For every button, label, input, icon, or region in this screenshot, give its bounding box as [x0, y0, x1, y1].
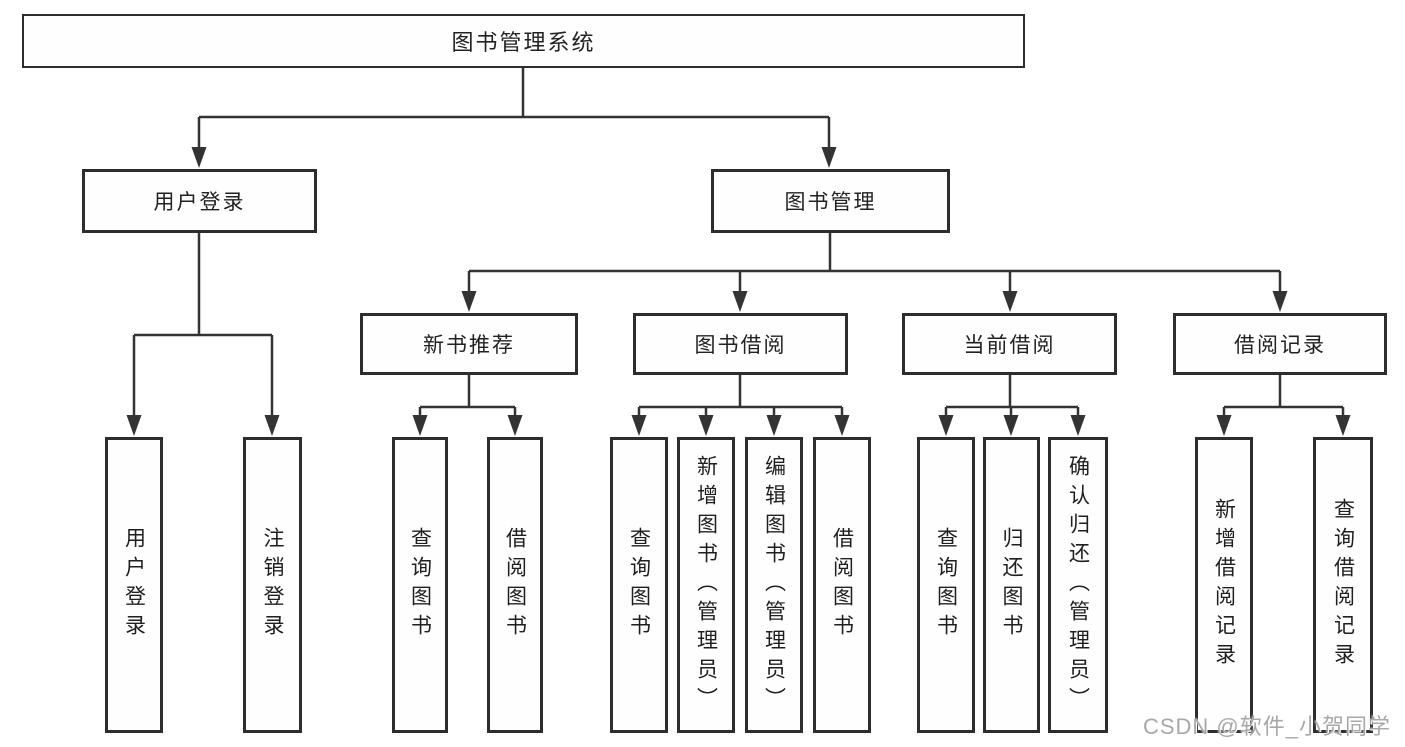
leaf-label: 查询图书	[627, 527, 651, 643]
node-new-book-recommend: 新书推荐	[360, 313, 578, 375]
leaf-label: 查询图书	[408, 527, 432, 643]
leaf-label: 新增图书（管理员）	[694, 454, 718, 716]
leaf-label: 注销登录	[261, 527, 284, 643]
node-book-borrow: 图书借阅	[633, 313, 848, 375]
node-label: 图书管理	[784, 191, 877, 214]
leaf-query-borrow-record: 查询借阅记录	[1313, 437, 1373, 733]
node-label: 借阅记录	[1234, 334, 1326, 357]
arrowheads-user-login	[126, 415, 280, 436]
leaf-label: 编辑图书（管理员）	[762, 454, 786, 716]
arrowheads-current-borrow	[938, 415, 1086, 436]
node-borrow-records: 借阅记录	[1173, 313, 1387, 375]
node-book-management: 图书管理	[711, 169, 950, 233]
leaf-label: 用户登录	[122, 527, 146, 643]
connector-current-borrow	[944, 375, 1080, 418]
arrowheads-level2	[191, 147, 837, 168]
connector-book-management	[467, 233, 1282, 294]
connector-new-book	[418, 375, 517, 418]
leaf-edit-books-admin: 编辑图书（管理员）	[745, 437, 803, 733]
node-label: 当前借阅	[963, 334, 1056, 357]
node-user-login: 用户登录	[82, 169, 317, 233]
node-label: 用户登录	[153, 191, 246, 214]
node-current-borrow: 当前借阅	[902, 313, 1117, 375]
leaf-label: 查询图书	[934, 527, 958, 643]
leaf-confirm-return-admin: 确认归还（管理员）	[1048, 437, 1108, 733]
leaf-query-books-recommend: 查询图书	[392, 437, 448, 733]
leaf-label: 借阅图书	[830, 527, 854, 643]
connector-book-borrow	[637, 375, 844, 418]
leaf-label: 查询借阅记录	[1331, 498, 1355, 672]
arrowheads-book-borrow	[631, 415, 850, 436]
leaf-borrow-books-recommend: 借阅图书	[487, 437, 543, 733]
watermark-text: CSDN @软件_小贺同学	[1142, 714, 1391, 739]
leaf-label: 借阅图书	[503, 527, 527, 643]
connector-user-login	[132, 233, 274, 418]
leaf-label: 归还图书	[1000, 527, 1023, 643]
leaf-query-books-current: 查询图书	[917, 437, 975, 733]
leaf-query-books-borrow: 查询图书	[610, 437, 668, 733]
leaf-return-books: 归还图书	[983, 437, 1040, 733]
leaf-user-login: 用户登录	[105, 437, 163, 733]
leaf-borrow-books: 借阅图书	[813, 437, 871, 733]
arrowheads-level3	[461, 291, 1288, 312]
node-label: 图书管理系统	[451, 30, 596, 55]
leaf-add-borrow-record: 新增借阅记录	[1195, 437, 1253, 733]
arrowheads-new-book	[412, 415, 523, 436]
node-root-system: 图书管理系统	[22, 14, 1025, 68]
connector-borrow-records	[1222, 375, 1345, 418]
connector-root-to-level2	[197, 68, 831, 150]
leaf-logout: 注销登录	[243, 437, 302, 733]
leaf-label: 确认归还（管理员）	[1066, 454, 1090, 716]
node-label: 新书推荐	[423, 334, 515, 357]
arrowheads-borrow-records	[1216, 415, 1351, 436]
leaf-label: 新增借阅记录	[1212, 498, 1236, 672]
node-label: 图书借阅	[694, 334, 787, 357]
leaf-add-books-admin: 新增图书（管理员）	[677, 437, 735, 733]
